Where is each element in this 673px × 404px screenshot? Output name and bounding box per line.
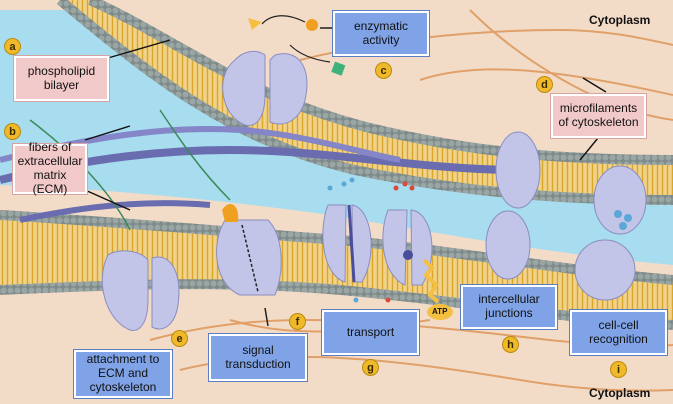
cytoplasm-label-bottom: Cytoplasm [589, 386, 651, 400]
label-phospholipid-bilayer: phospholipid bilayer [14, 56, 109, 101]
letter-a: a [4, 38, 21, 55]
signal-receptor [216, 203, 282, 327]
label-microfilaments: microfilaments of cytoskeleton [551, 94, 646, 138]
label-intercellular-junctions: intercellular junctions [461, 285, 557, 329]
label-ecm-fibers: fibers of extracellular matrix (ECM) [13, 141, 87, 196]
transport-channel [322, 177, 372, 303]
recognition-protein [574, 165, 647, 301]
letter-h: h [502, 336, 519, 353]
atp-label: ATP [432, 307, 448, 316]
letter-b: b [4, 123, 21, 140]
cytoplasm-label-top: Cytoplasm [589, 13, 651, 27]
letter-g: g [362, 359, 379, 376]
label-transport: transport [322, 310, 419, 355]
letter-i: i [610, 361, 627, 378]
letter-f: f [289, 313, 306, 330]
junction-protein [485, 131, 541, 280]
label-enzymatic-activity: enzymatic activity [333, 11, 429, 56]
label-cell-cell-recognition: cell-cell recognition [570, 310, 667, 355]
transport-pump [382, 181, 453, 320]
attachment-protein [101, 250, 180, 331]
leader-lines [84, 27, 607, 211]
label-attachment: attachment to ECM and cytoskeleton [74, 350, 172, 398]
label-signal-transduction: signal transduction [209, 334, 307, 381]
letter-d: d [536, 76, 553, 93]
letter-c: c [375, 62, 392, 79]
letter-e: e [171, 330, 188, 347]
enzyme-protein [222, 15, 346, 126]
